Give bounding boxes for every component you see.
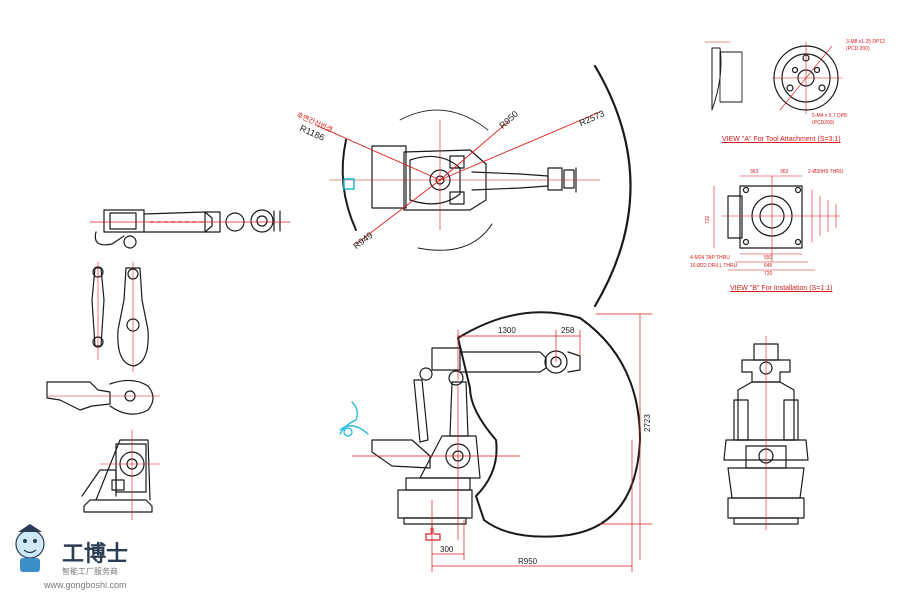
dim-300: 300 (440, 545, 454, 554)
left-links-view (91, 261, 149, 373)
detail-b-bottom-dim-1: 550 (764, 255, 773, 261)
top-view-robot (329, 64, 632, 308)
detail-b-drawing (713, 175, 841, 271)
left-base-view (81, 429, 161, 521)
detail-a-note-3: 5-M4 x 0.7 DP8 (812, 113, 847, 119)
view-b-marker: B (430, 528, 435, 535)
dim-258: 258 (561, 326, 575, 335)
detail-b-top-dim-1: 363 (750, 169, 759, 175)
detail-a-title: VIEW "A" For Tool Attachment (S=3:1) (722, 136, 841, 143)
detail-b-bottom-dim-2: 645 (764, 263, 773, 269)
dim-2723: 2723 (643, 414, 652, 432)
top-view-radius-lines (317, 111, 601, 245)
detail-b-note-1: 4-M24 TAP THRU (690, 255, 730, 261)
dim-r950: R950 (518, 557, 538, 566)
logo-url: www.gongboshi.com (44, 580, 127, 590)
logo-name: 工博士 (62, 541, 129, 567)
left-arm-lower-view (46, 379, 161, 415)
side-view-robot (339, 347, 581, 541)
dim-1300: 1300 (498, 326, 516, 335)
detail-a-note-1: 3-M8 x1.25 DP12 (846, 39, 885, 45)
detail-b-side-note: 2-Ø30H9 THRU (808, 169, 844, 175)
detail-b-note-2: 16-Ø22 DRILL THRU (690, 263, 738, 269)
left-arm-side-view (89, 209, 291, 249)
logo-mascot (15, 524, 45, 572)
detail-a-note-4: (PCD200) (812, 120, 835, 126)
detail-b-title: VIEW "B" For Installation (S=1:1) (730, 285, 833, 292)
detail-b-top-dim-2: 363 (780, 169, 789, 175)
detail-a-note-2: (PCD 200) (846, 46, 870, 52)
side-view-dimension-lines (351, 313, 653, 573)
detail-b-left-dim: 720 (705, 215, 711, 224)
detail-b-bottom-dim-3: 720 (764, 271, 773, 277)
top-view-cyan-marker (343, 178, 355, 190)
logo-tagline: 智能工厂服务商 (62, 567, 118, 576)
front-view-robot (723, 335, 809, 531)
side-view-work-envelope (457, 311, 641, 538)
detail-a-drawing (704, 41, 843, 115)
